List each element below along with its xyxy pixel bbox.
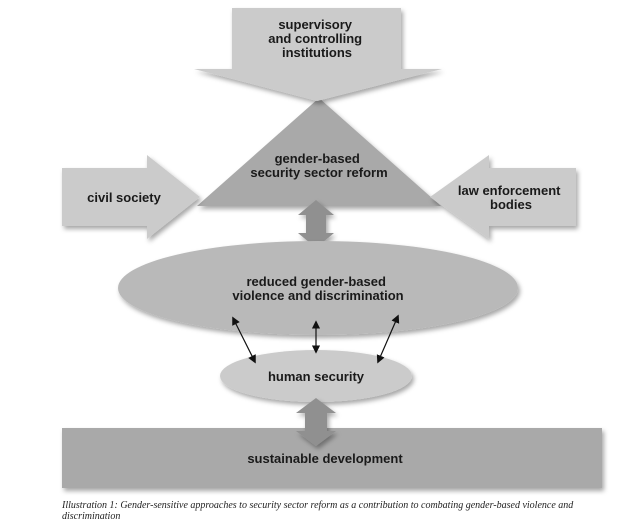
law-enforcement-label: law enforcement bodies xyxy=(458,183,564,212)
figure-caption: Illustration 1: Gender-sensitive approac… xyxy=(62,500,574,522)
ssr-triangle xyxy=(197,98,441,206)
human-security-development-double-arrow xyxy=(296,398,336,446)
supervisory-label: supervisory and controlling institutions xyxy=(268,17,366,60)
civil-society-arrow xyxy=(62,155,200,239)
human-security-label: human security xyxy=(268,369,365,384)
reduced-violence-ellipse xyxy=(118,241,518,335)
supervisory-arrow xyxy=(194,8,442,101)
law-enforcement-arrow xyxy=(430,155,576,239)
line-arrow-right xyxy=(376,314,400,364)
sustainable-development-label: sustainable development xyxy=(247,451,403,466)
ssr-violence-double-arrow xyxy=(298,200,334,248)
sustainable-development-box xyxy=(62,428,602,488)
reduced-violence-label: reduced gender-based violence and discri… xyxy=(232,274,403,303)
civil-society-label: civil society xyxy=(87,190,161,205)
line-arrow-left xyxy=(232,316,256,364)
ssr-label: gender-based security sector reform xyxy=(250,151,387,180)
human-security-ellipse xyxy=(220,350,412,402)
